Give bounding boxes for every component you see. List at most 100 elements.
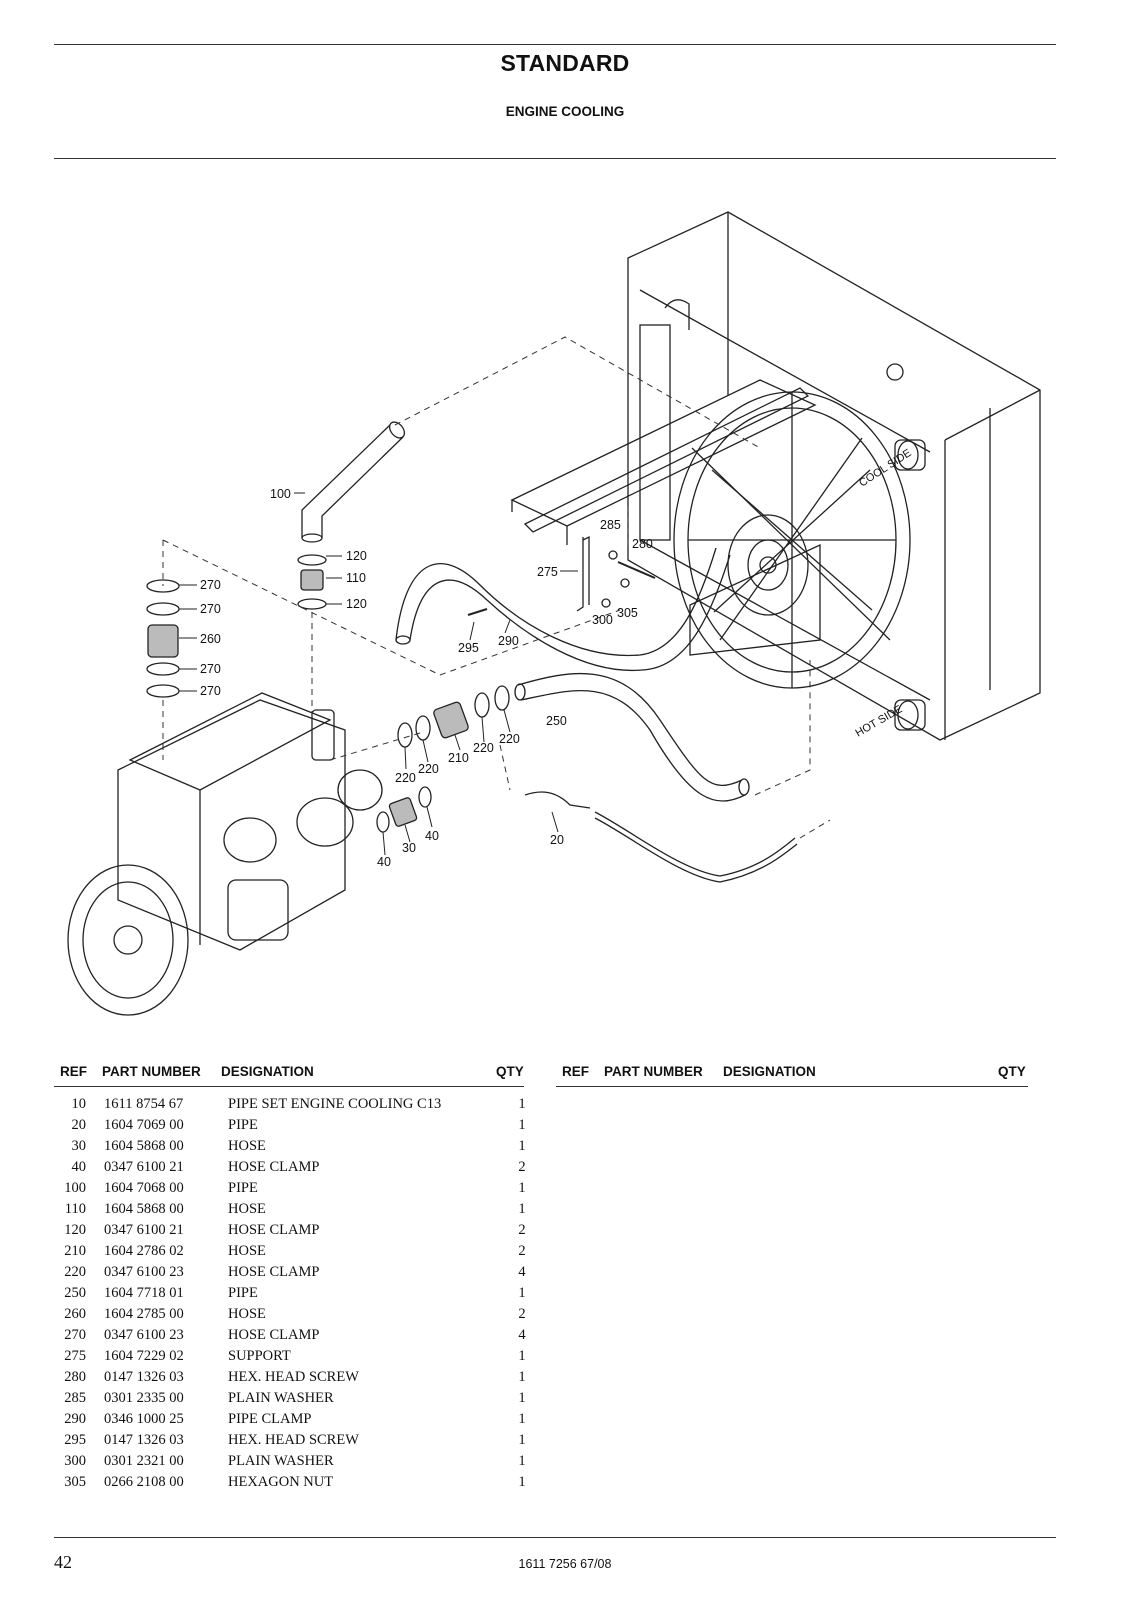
top-rule: [54, 44, 1056, 45]
radiator-assembly: [627, 211, 1041, 741]
cell-part-number: 0347 6100 21: [104, 1159, 184, 1175]
cell-qty: 2: [518, 1243, 526, 1259]
cell-part-number: 0347 6100 21: [104, 1222, 184, 1238]
cell-part-number: 0301 2321 00: [104, 1453, 184, 1469]
callout-300: 300: [592, 613, 613, 627]
callout-250: 250: [546, 714, 567, 728]
hose-stack-40-30: [376, 786, 432, 833]
cell-ref: 300: [64, 1453, 86, 1469]
cell-part-number: 0147 1326 03: [104, 1432, 184, 1448]
exploded-view-diagram: 100 120 110 120 270 270 260 270 270 285 …: [67, 211, 1041, 1016]
cell-qty: 2: [518, 1306, 526, 1322]
cell-qty: 1: [518, 1117, 526, 1133]
cell-designation: HOSE CLAMP: [228, 1264, 320, 1280]
cell-designation: HOSE: [228, 1306, 266, 1322]
cell-designation: HOSE CLAMP: [228, 1222, 320, 1238]
cell-ref: 110: [64, 1201, 86, 1217]
col-designation: DESIGNATION: [723, 1064, 816, 1079]
cell-part-number: 1604 7068 00: [104, 1180, 184, 1196]
cell-ref: 260: [64, 1306, 86, 1322]
cell-part-number: 1604 5868 00: [104, 1201, 184, 1217]
pipe-250: [514, 672, 750, 802]
callout-295: 295: [458, 641, 479, 655]
cell-qty: 1: [518, 1201, 526, 1217]
cell-part-number: 1611 8754 67: [104, 1096, 184, 1112]
callout-30: 30: [402, 841, 416, 855]
callout-40: 40: [377, 855, 391, 869]
cell-part-number: 0347 6100 23: [104, 1264, 184, 1280]
cell-ref: 220: [64, 1264, 86, 1280]
cell-ref: 290: [64, 1411, 86, 1427]
cell-designation: HOSE CLAMP: [228, 1327, 320, 1343]
callout-270: 270: [200, 684, 221, 698]
cell-qty: 1: [518, 1474, 526, 1490]
cell-ref: 285: [64, 1390, 86, 1406]
cell-ref: 20: [71, 1117, 87, 1133]
engine-block: [67, 692, 383, 1016]
callout-270: 270: [200, 602, 221, 616]
pipe-100: [301, 421, 406, 543]
cell-ref: 210: [64, 1243, 86, 1259]
cell-ref: 280: [64, 1369, 86, 1385]
table-row: 110 1604 5868 00 HOSE 1: [54, 1199, 544, 1220]
cell-part-number: 1604 7229 02: [104, 1348, 184, 1364]
page-number: 42: [54, 1552, 72, 1572]
support-bracket: [576, 535, 590, 612]
callout-275: 275: [537, 565, 558, 579]
callout-210: 210: [448, 751, 469, 765]
cell-qty: 1: [518, 1453, 526, 1469]
table-row: 260 1604 2785 00 HOSE 2: [54, 1304, 544, 1325]
cell-qty: 1: [518, 1348, 526, 1364]
table-row: 275 1604 7229 02 SUPPORT 1: [54, 1346, 544, 1367]
callout-220: 220: [499, 732, 520, 746]
cell-qty: 1: [518, 1411, 526, 1427]
cell-designation: SUPPORT: [228, 1348, 291, 1364]
callout-260: 260: [200, 632, 221, 646]
callout-120: 120: [346, 597, 367, 611]
hose-stack-220-210: [397, 685, 510, 748]
cell-part-number: 0301 2335 00: [104, 1390, 184, 1406]
pipe-upper-return: [395, 547, 731, 672]
callout-305: 305: [617, 606, 638, 620]
cell-qty: 1: [518, 1285, 526, 1301]
hot-side-label: HOT SIDE: [854, 703, 905, 739]
callout-120: 120: [346, 549, 367, 563]
cell-part-number: 1604 2785 00: [104, 1306, 184, 1322]
callout-100: 100: [270, 487, 291, 501]
cell-qty: 1: [518, 1390, 526, 1406]
cell-designation: HEX. HEAD SCREW: [228, 1432, 359, 1448]
callout-220: 220: [418, 762, 439, 776]
cell-designation: HOSE CLAMP: [228, 1159, 320, 1175]
cell-ref: 270: [64, 1327, 86, 1343]
cell-designation: PIPE: [228, 1285, 258, 1301]
cell-part-number: 1604 2786 02: [104, 1243, 184, 1259]
cell-designation: PIPE SET ENGINE COOLING C13: [228, 1096, 442, 1112]
col-ref: REF: [60, 1064, 87, 1079]
cell-designation: HOSE: [228, 1201, 266, 1217]
cell-ref: 275: [64, 1348, 86, 1364]
cell-qty: 1: [518, 1180, 526, 1196]
cell-part-number: 0147 1326 03: [104, 1369, 184, 1385]
cell-part-number: 1604 7718 01: [104, 1285, 184, 1301]
hose-stack-120-110: [297, 554, 327, 610]
cell-part-number: 1604 5868 00: [104, 1138, 184, 1154]
screw-295: [467, 608, 488, 616]
col-part-number: PART NUMBER: [102, 1064, 201, 1079]
hose-stack-270-260: [146, 579, 180, 698]
header-bottom-rule: [54, 158, 1056, 159]
cell-part-number: 0266 2108 00: [104, 1474, 184, 1490]
fan-shroud: [673, 391, 911, 689]
cell-designation: HOSE: [228, 1138, 266, 1154]
cell-ref: 120: [64, 1222, 86, 1238]
